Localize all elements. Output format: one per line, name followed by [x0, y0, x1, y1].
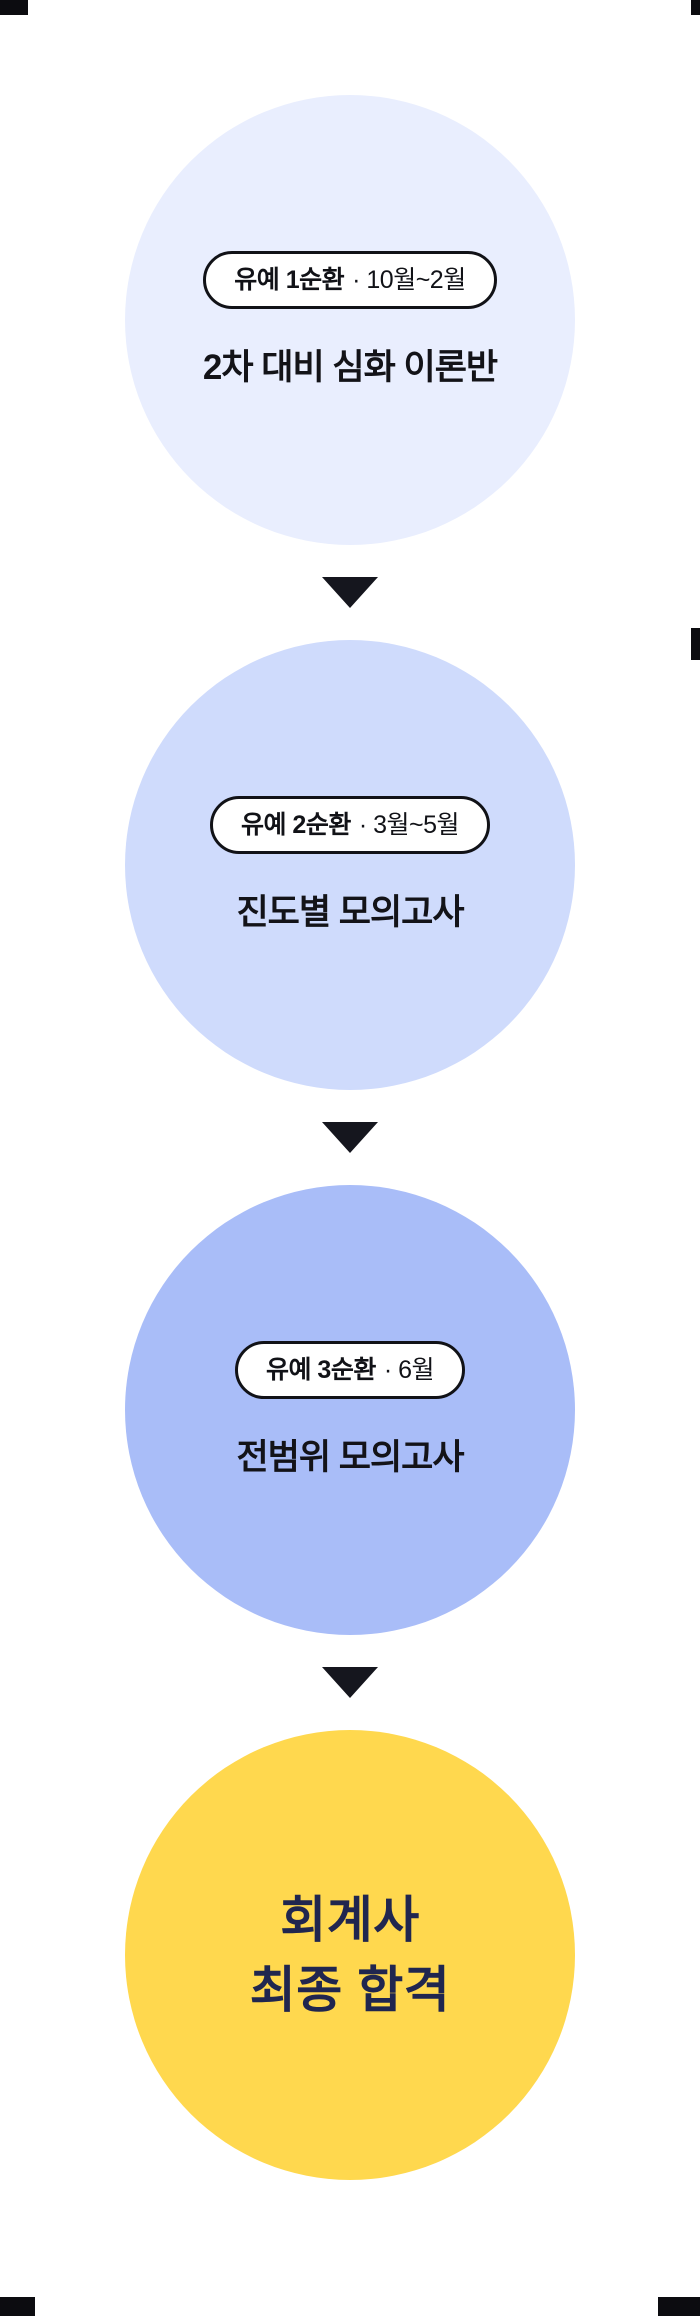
down-arrow-icon: [322, 1667, 378, 1698]
final-goal-text: 회계사 최종 합격: [250, 1885, 450, 2025]
step-circle-1: 유예 1순환 · 10월~2월 2차 대비 심화 이론반: [125, 95, 575, 545]
step-title-1: 2차 대비 심화 이론반: [202, 347, 498, 387]
step-badge-2: 유예 2순환 · 3월~5월: [209, 795, 491, 854]
down-arrow-icon: [322, 577, 378, 608]
step-badge-3: 유예 3순환 · 6월: [234, 1340, 466, 1399]
step-badge-3-period: · 6월: [383, 1355, 435, 1384]
step-badge-3-label: 유예 3순환: [265, 1355, 376, 1384]
step-badge-1-period: · 10월~2월: [352, 265, 466, 294]
step-circle-2: 유예 2순환 · 3월~5월 진도별 모의고사: [125, 640, 575, 1090]
final-goal-line-1: 회계사: [280, 1892, 420, 1948]
crop-artifact-bottom-left: [0, 2297, 35, 2316]
step-badge-1-label: 유예 1순환: [234, 265, 345, 294]
final-goal-line-2: 최종 합격: [249, 1962, 451, 2018]
step-title-2: 진도별 모의고사: [236, 892, 464, 932]
step-badge-1: 유예 1순환 · 10월~2월: [203, 250, 497, 309]
step-badge-2-label: 유예 2순환: [240, 810, 351, 839]
crop-artifact-right-edge: [691, 628, 700, 660]
step-circle-3: 유예 3순환 · 6월 전범위 모의고사: [125, 1185, 575, 1635]
crop-artifact-bottom-right: [658, 2297, 700, 2316]
crop-artifact-top-left: [0, 0, 28, 15]
step-title-3: 전범위 모의고사: [236, 1437, 464, 1477]
crop-artifact-top-right: [691, 0, 700, 15]
final-goal-circle: 회계사 최종 합격: [125, 1730, 575, 2180]
down-arrow-icon: [322, 1122, 378, 1153]
step-badge-2-period: · 3월~5월: [358, 810, 460, 839]
